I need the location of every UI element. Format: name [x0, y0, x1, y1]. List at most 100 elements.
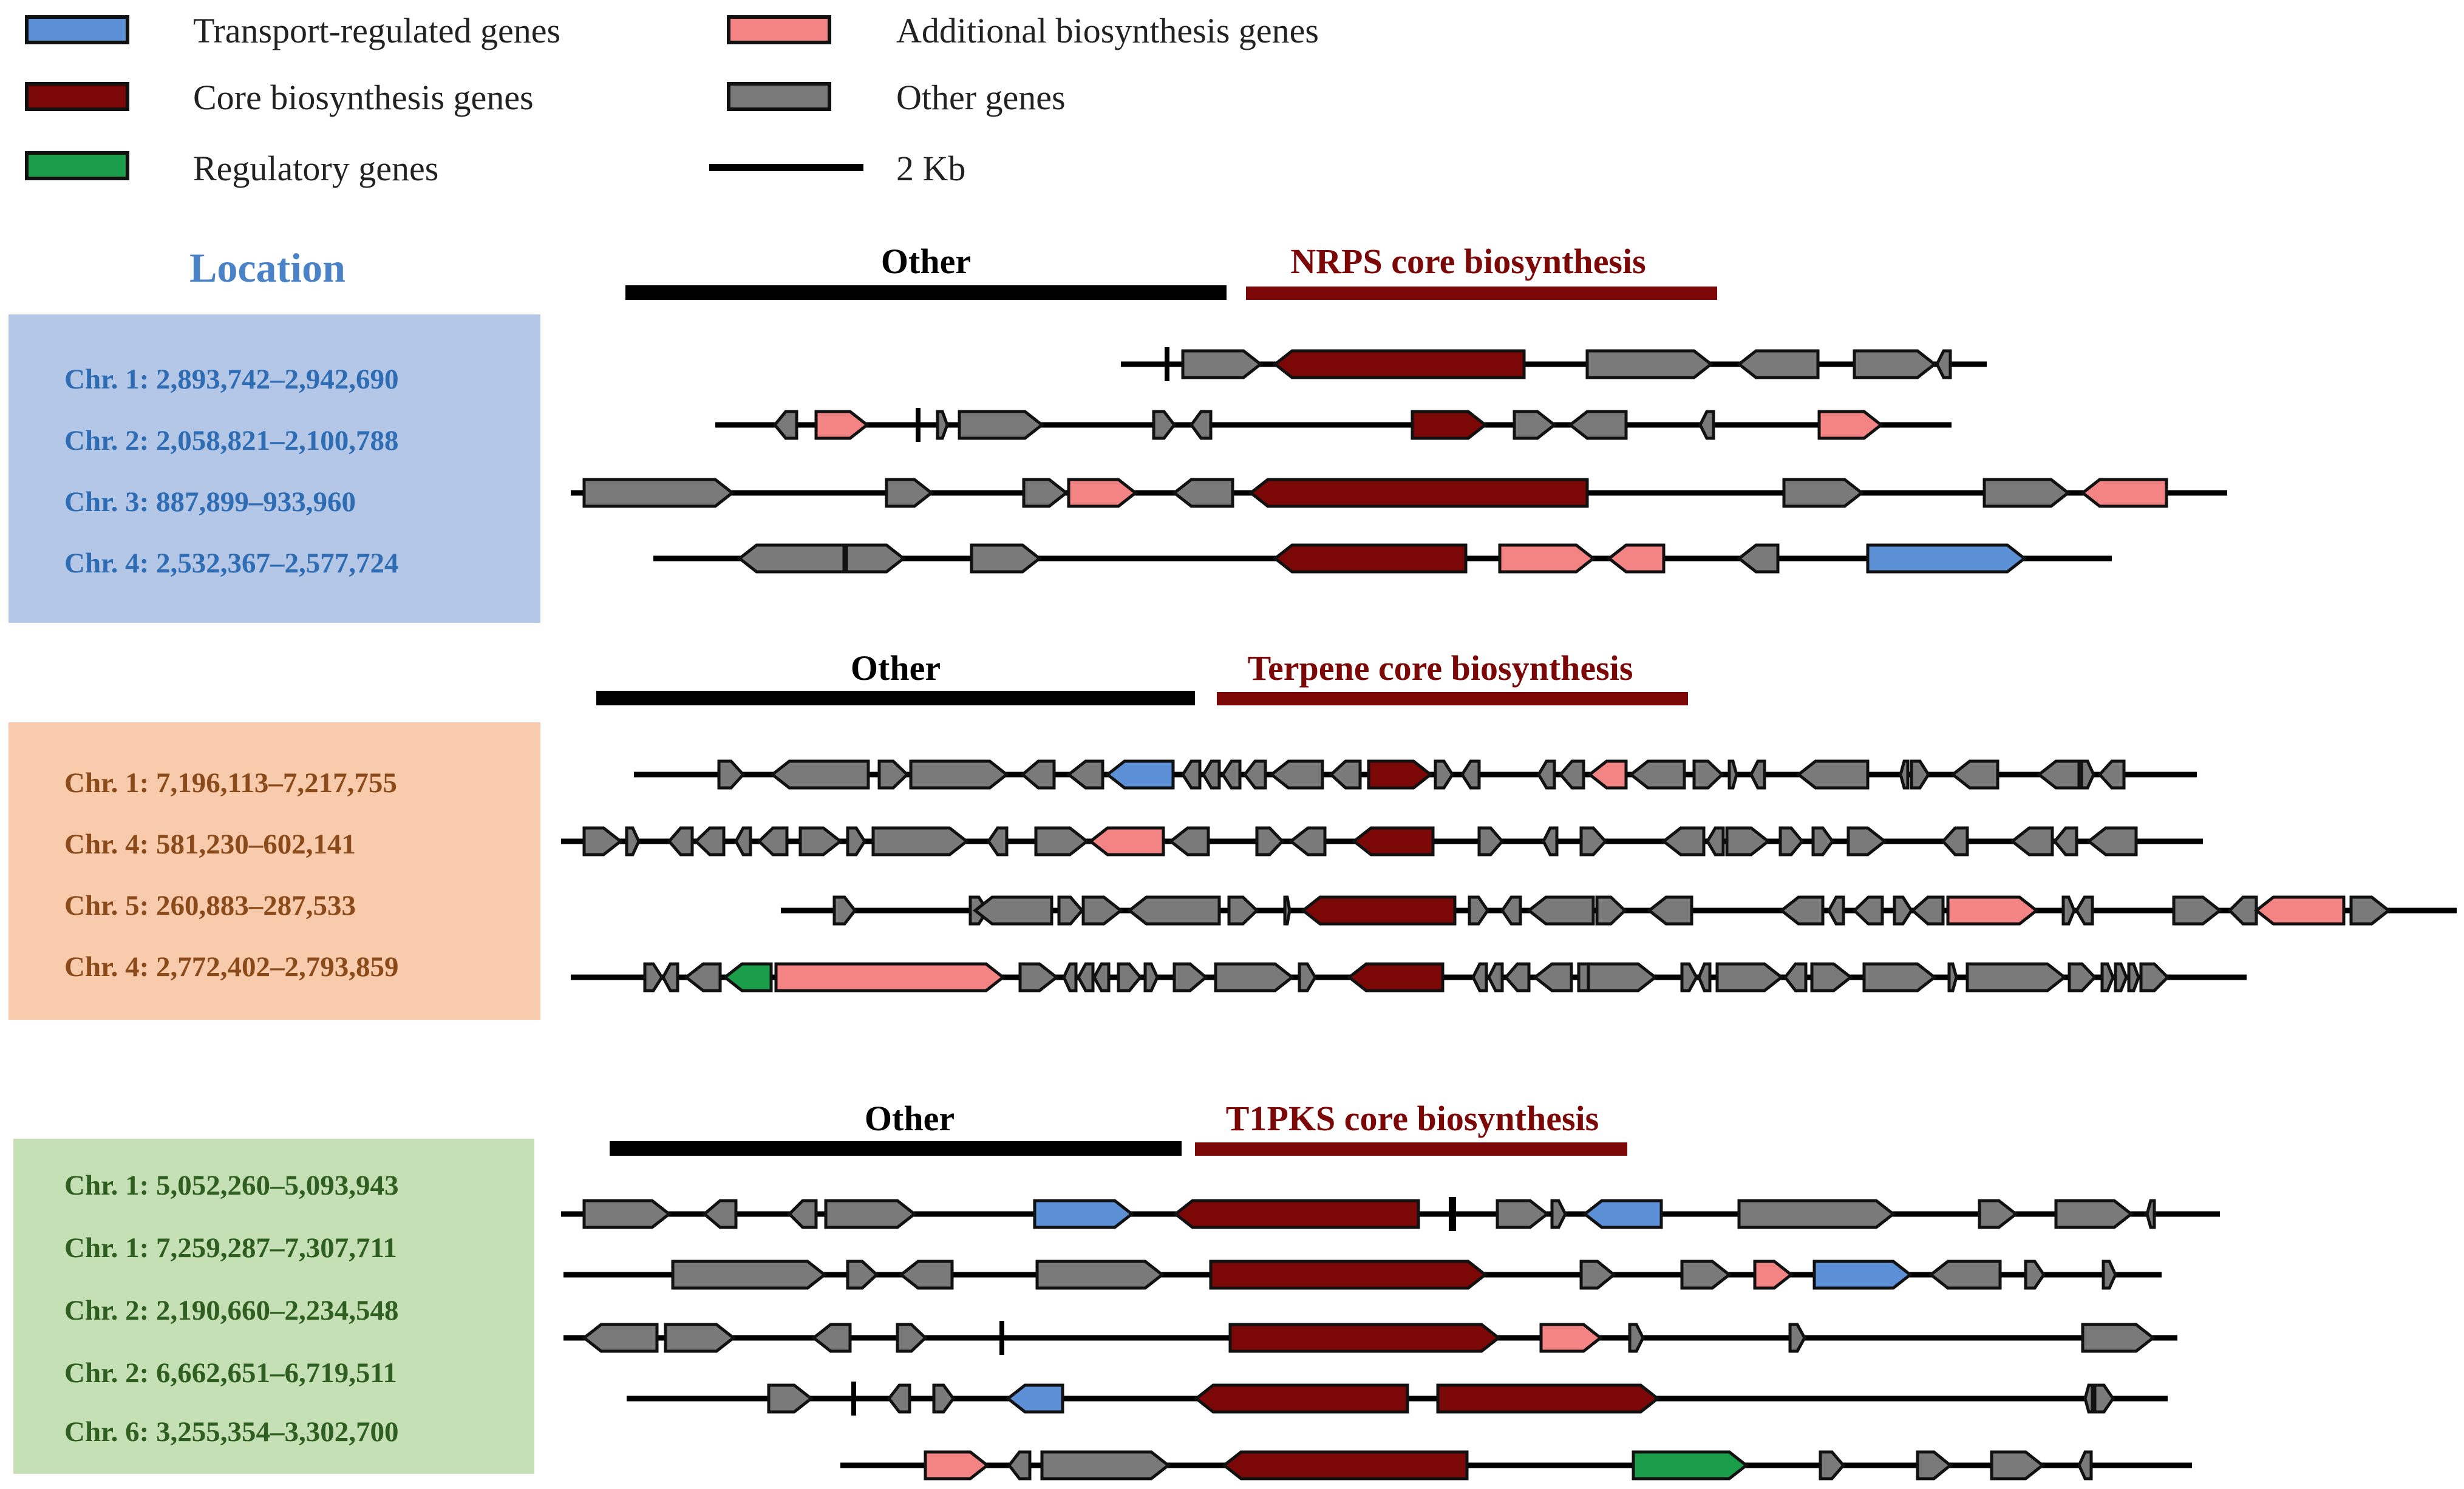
- gene-arrow-other: [1661, 826, 1706, 856]
- gene-arrow-other: [1202, 759, 1221, 790]
- gene-arrow-core: [1436, 1383, 1661, 1414]
- gene-arrow-other: [832, 895, 857, 926]
- gene-arrow-additional: [1817, 410, 1884, 440]
- gene-arrow-core: [1193, 1383, 1409, 1414]
- gene-arrow-other: [2139, 962, 2170, 992]
- gene-arrow-other: [1579, 1260, 1616, 1290]
- gene-arrow-other: [1022, 478, 1069, 508]
- gene-arrow-other: [1172, 962, 1208, 992]
- location-box-terpene: Chr. 1: 7,196,113–7,217,755 Chr. 4: 581,…: [9, 722, 540, 1020]
- location-box-t1pks: Chr. 1: 5,052,260–5,093,943 Chr. 1: 7,25…: [13, 1139, 534, 1474]
- location-t1pks-5: Chr. 6: 3,255,354–3,302,700: [64, 1416, 399, 1448]
- legend-item-other: Other genes: [727, 78, 1066, 117]
- location-terpene-3: Chr. 5: 260,883–287,533: [64, 890, 356, 921]
- gene-arrow-other: [1811, 826, 1835, 856]
- location-t1pks-2: Chr. 1: 7,259,287–7,307,711: [64, 1232, 397, 1264]
- gene-arrow-other: [2097, 759, 2126, 790]
- gene-arrow-other: [1910, 895, 1945, 926]
- gene-arrow-other: [1680, 962, 1698, 992]
- gene-arrow-other: [2080, 759, 2095, 790]
- gene-arrow-other: [1852, 895, 1884, 926]
- gene-arrow-other: [582, 478, 735, 508]
- location-nrps-4: Chr. 4: 2,532,367–2,577,724: [64, 548, 399, 579]
- location-t1pks-3: Chr. 2: 2,190,660–2,234,548: [64, 1295, 399, 1326]
- core-bar-terpene: [1217, 692, 1688, 705]
- legend-scale-bar: 2 Kb: [709, 149, 965, 188]
- gene-arrow-other: [1916, 1450, 1953, 1481]
- legend-item-transport: Transport-regulated genes: [25, 11, 560, 50]
- gene-track: [634, 759, 2197, 790]
- gene-track: [571, 478, 2227, 508]
- location-heading: Location: [189, 245, 345, 291]
- location-terpene-4: Chr. 4: 2,772,402–2,793,859: [64, 951, 399, 983]
- gene-track: [571, 962, 2247, 992]
- gene-arrow-other: [1982, 478, 2071, 508]
- location-terpene-2: Chr. 4: 581,230–602,141: [64, 829, 356, 860]
- gene-arrow-other: [1947, 962, 1958, 992]
- gene-arrow-transport: [1104, 759, 1175, 790]
- gene-arrow-other: [702, 1199, 738, 1229]
- location-t1pks-4: Chr. 2: 6,662,651–6,719,511: [64, 1357, 397, 1389]
- section-header-nrps: Other NRPS core biosynthesis: [625, 242, 1717, 300]
- gene-arrow-other: [1500, 895, 1522, 926]
- location-nrps-2: Chr. 2: 2,058,821–2,100,788: [64, 425, 399, 456]
- gene-arrow-other: [1628, 759, 1686, 790]
- legend-label-transport: Transport-regulated genes: [193, 11, 560, 50]
- gene-arrow-other: [1537, 759, 1556, 790]
- gene-arrow-other: [1853, 349, 1938, 379]
- gene-arrow-other: [986, 826, 1009, 856]
- gene-arrow-other: [1788, 1323, 1806, 1353]
- gene-track: [563, 1260, 2162, 1290]
- gene-arrow-other: [1782, 478, 1865, 508]
- other-bar-t1pks: [610, 1141, 1182, 1156]
- gene-track: [653, 543, 2112, 574]
- gene-arrow-other: [772, 410, 798, 440]
- gene-arrow-other: [1579, 826, 1608, 856]
- gene-arrow-other: [1143, 962, 1159, 992]
- gene-arrow-additional: [2253, 895, 2346, 926]
- gene-arrow-other: [1697, 962, 1712, 992]
- gene-arrow-other: [1298, 962, 1317, 992]
- gene-arrow-additional: [924, 1450, 990, 1481]
- gene-arrow-other: [1628, 1323, 1645, 1353]
- gene-arrow-core: [1411, 410, 1488, 440]
- gene-arrow-other: [885, 478, 934, 508]
- gene-arrow-other: [2068, 962, 2097, 992]
- gene-arrow-other: [1542, 826, 1559, 856]
- gene-arrow-other: [1935, 349, 1952, 379]
- gene-arrow-other: [846, 826, 866, 856]
- gene-arrow-other: [1081, 895, 1124, 926]
- gene-arrow-additional: [1498, 543, 1596, 574]
- gene-arrow-additional: [1946, 895, 2040, 926]
- gene-arrow-other: [1680, 1260, 1732, 1290]
- gene-arrow-other: [1513, 410, 1557, 440]
- legend-label-core: Core biosynthesis genes: [193, 78, 534, 117]
- gene-arrow-other: [1550, 1199, 1567, 1229]
- gene-arrow-other: [1496, 1199, 1550, 1229]
- gene-arrow-other: [877, 759, 910, 790]
- gene-arrow-other: [2054, 1199, 2134, 1229]
- gene-arrow-other: [1329, 759, 1362, 790]
- location-nrps-3: Chr. 3: 887,899–933,960: [64, 486, 356, 518]
- legend-swatch-transport: [25, 15, 129, 44]
- gene-arrow-core: [1351, 826, 1435, 856]
- gene-arrow-regulatory: [1632, 1450, 1749, 1481]
- location-box-nrps: Chr. 1: 2,893,742–2,942,690 Chr. 2: 2,05…: [9, 314, 540, 623]
- gene-arrow-other: [1819, 1450, 1846, 1481]
- gene-arrow-other: [1526, 895, 1595, 926]
- gene-arrow-other: [1035, 1260, 1165, 1290]
- gene-arrow-other: [581, 1323, 659, 1353]
- gene-arrow-other: [1189, 410, 1213, 440]
- gene-arrow-other: [625, 826, 641, 856]
- other-label-t1pks: Other: [865, 1099, 955, 1138]
- gene-arrow-other: [734, 826, 752, 856]
- section-header-t1pks: Other T1PKS core biosynthesis: [610, 1099, 1627, 1156]
- gene-arrow-additional: [1753, 1260, 1794, 1290]
- gene-arrow-other: [1827, 895, 1845, 926]
- gene-arrow-other: [2052, 826, 2078, 856]
- gene-arrow-other: [1092, 962, 1111, 992]
- gene-arrow-other: [2227, 895, 2258, 926]
- gene-arrow-other: [1928, 1260, 2002, 1290]
- gene-arrow-other: [1460, 759, 1481, 790]
- gene-arrow-other: [1783, 962, 1808, 992]
